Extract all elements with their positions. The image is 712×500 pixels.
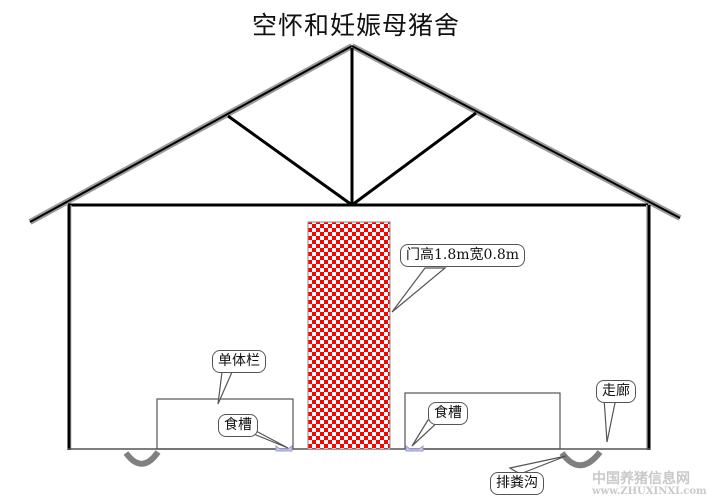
walls: [67, 205, 651, 450]
callout-manure-ditch: 排粪沟: [490, 472, 544, 495]
single-pen-left: [156, 398, 294, 450]
callout-trough-left: 食槽: [218, 414, 258, 437]
watermark-url: www.ZHUXINXI.com: [592, 486, 707, 497]
roof-truss: [227, 48, 477, 207]
callout-door: 门高1.8m宽0.8m: [400, 244, 526, 267]
callout-trough-right: 食槽: [428, 402, 468, 425]
diagram-title: 空怀和妊娠母猪舍: [251, 11, 460, 40]
watermark-cn: 中国养猪信息网: [592, 471, 690, 487]
manure-ditch-left: [123, 450, 161, 467]
single-pen-right: [404, 392, 561, 450]
roof: [28, 43, 682, 225]
manure-ditch-right: [559, 450, 603, 469]
callout-single-pen: 单体栏: [212, 350, 266, 373]
trough-left: [275, 445, 293, 452]
callout-corridor: 走廊: [596, 380, 636, 403]
callout-pointers: [217, 267, 617, 475]
door: [307, 221, 391, 450]
trough-right: [405, 445, 424, 452]
